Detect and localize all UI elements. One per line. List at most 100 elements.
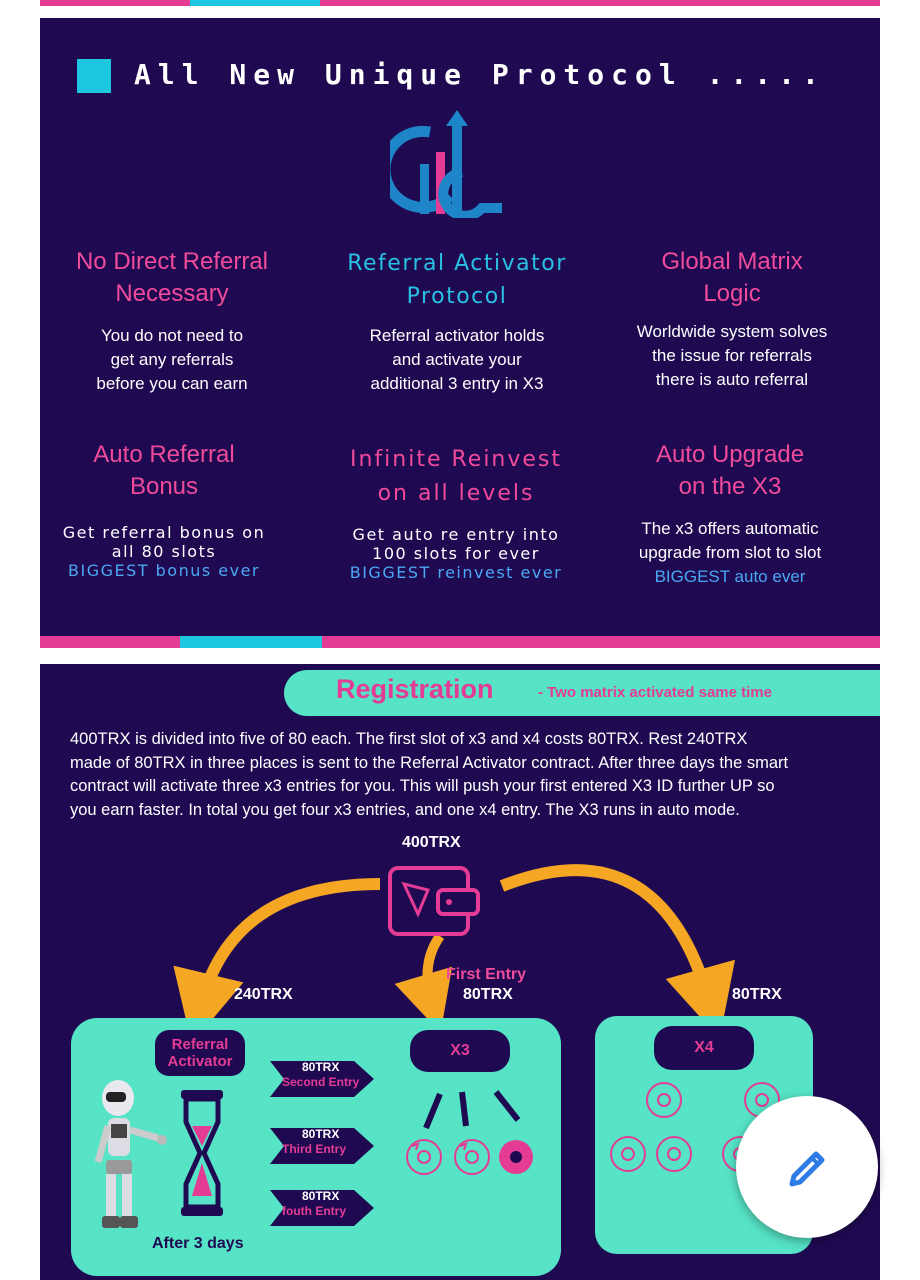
feature-desc-line: upgrade from slot to slot: [638, 543, 822, 562]
feature-highlight: BIGGEST auto ever: [654, 567, 806, 586]
feature-title: Infinite Reinvest on all levels: [321, 443, 591, 511]
activator-line: Activator: [167, 1053, 233, 1070]
feature-title: No Direct Referral Necessary: [40, 246, 307, 310]
panel-divider: [40, 636, 880, 648]
arrow-center: [394, 933, 453, 1033]
registration-panel: Registration - Two matrix activated same…: [40, 664, 880, 1280]
feature-description: You do not need to get any referrals bef…: [40, 324, 307, 396]
paragraph-line: 400TRX is divided into five of 80 each. …: [70, 730, 748, 748]
arrow-tag-shape: [270, 1061, 374, 1097]
feature-desc-line: additional 3 entry in X3: [370, 374, 544, 393]
feature-description: Get referral bonus on all 80 slots BIGGE…: [40, 523, 299, 580]
feature-highlight: BIGGEST reinvest ever: [349, 563, 563, 582]
arrow-left: [173, 878, 381, 1045]
feature-desc-line: the issue for referrals: [652, 346, 812, 365]
feature-description: Worldwide system solves the issue for re…: [597, 320, 867, 392]
panel-divider-accent: [180, 636, 322, 648]
paragraph-line: you earn faster. In total you get four x…: [70, 800, 740, 819]
registration-subtitle: - Two matrix activated same time: [538, 684, 772, 701]
feature-title-line: Auto Referral: [93, 441, 235, 468]
recycle-circle-icon: [610, 1136, 646, 1172]
second-entry-tag: 80TRX Second Entry: [270, 1057, 374, 1101]
entry-amount: 80TRX: [302, 1127, 340, 1141]
feature-title-line: on the X3: [678, 473, 782, 500]
feature-title-line: No Direct Referral: [75, 248, 269, 275]
entry-amount: 80TRX: [302, 1189, 340, 1203]
feature-description: Get auto re entry into 100 slots for eve…: [321, 525, 591, 582]
feature-desc-line: You do not need to: [100, 326, 244, 345]
referral-activator-badge: Referral Activator: [155, 1030, 245, 1076]
recycle-circle-icon: [454, 1139, 490, 1175]
feature-title: Auto Upgrade on the X3: [595, 439, 865, 503]
x3-slots: [406, 1139, 533, 1175]
feature-desc-line: there is auto referral: [655, 370, 809, 389]
recycle-circle-icon: [646, 1082, 682, 1118]
feature-auto-referral-bonus: Auto Referral Bonus Get referral bonus o…: [40, 439, 299, 580]
x3-badge: X3: [410, 1030, 510, 1072]
entry-name: Second Entry: [282, 1075, 360, 1089]
top-divider-accent: [190, 0, 320, 6]
feature-desc-line: 100 slots for ever: [372, 544, 540, 563]
right-amount: 80TRX: [732, 986, 782, 1003]
arrow-tag-shape: [270, 1190, 374, 1226]
first-entry-amount: 80TRX: [463, 986, 513, 1003]
feature-auto-upgrade: Auto Upgrade on the X3 The x3 offers aut…: [595, 439, 865, 589]
feature-desc-line: all 80 slots: [111, 542, 217, 561]
pencil-icon: [789, 1151, 825, 1187]
feature-title-line: Logic: [703, 280, 761, 307]
third-entry-tag: 80TRX Third Entry: [270, 1124, 374, 1168]
fourth-entry-tag: 80TRX fouth Entry: [270, 1186, 374, 1230]
feature-title: Global Matrix Logic: [597, 246, 867, 310]
robot-icon: [94, 1080, 167, 1228]
feature-title-line: Referral Activator: [347, 251, 567, 276]
x3-branches: [423, 1090, 521, 1130]
feature-referral-activator: Referral Activator Protocol Referral act…: [322, 247, 592, 396]
feature-description: The x3 offers automatic upgrade from slo…: [595, 517, 865, 589]
registration-banner: [284, 670, 880, 716]
flow-arrows: [173, 864, 736, 1045]
entry-amount: 80TRX: [302, 1060, 340, 1074]
top-divider: [40, 0, 880, 6]
tron-wallet-icon: [388, 866, 480, 936]
registration-paragraph: 400TRX is divided into five of 80 each. …: [70, 728, 870, 822]
feature-desc-line: Referral activator holds: [369, 326, 545, 345]
feature-title: Referral Activator Protocol: [322, 247, 592, 313]
feature-title-line: Bonus: [129, 473, 199, 500]
feature-infinite-reinvest: Infinite Reinvest on all levels Get auto…: [321, 443, 591, 582]
feature-title-line: Global Matrix: [661, 248, 803, 275]
edit-fab-button[interactable]: [736, 1096, 878, 1238]
feature-desc-line: before you can earn: [96, 374, 248, 393]
recycle-circle-icon: [656, 1136, 692, 1172]
feature-title-line: Protocol: [406, 284, 508, 309]
feature-no-direct-referral: No Direct Referral Necessary You do not …: [40, 246, 307, 396]
arrow-right: [499, 864, 736, 1039]
feature-desc-line: The x3 offers automatic: [641, 519, 819, 538]
registration-title: Registration: [336, 674, 494, 704]
left-amount: 240TRX: [234, 986, 293, 1003]
first-entry-label: First Entry: [446, 966, 527, 983]
feature-title-line: Auto Upgrade: [655, 441, 805, 468]
feature-title-line: on all levels: [377, 481, 535, 506]
feature-desc-line: get any referrals: [110, 350, 234, 369]
feature-title-line: Infinite Reinvest: [349, 447, 563, 472]
total-amount: 400TRX: [402, 834, 461, 851]
feature-title: Auto Referral Bonus: [40, 439, 299, 503]
heading-square-icon: [77, 59, 111, 93]
paragraph-line: contract will activate three x3 entries …: [70, 777, 775, 795]
entry-name: fouth Entry: [282, 1204, 346, 1218]
x4-badge: X4: [654, 1026, 754, 1070]
feature-desc-line: Get auto re entry into: [352, 525, 560, 544]
after-days-label: After 3 days: [152, 1235, 244, 1252]
entry-name: Third Entry: [282, 1142, 347, 1156]
hourglass-icon: [181, 1090, 223, 1216]
arrow-tag-shape: [270, 1128, 374, 1164]
active-slot-icon: [499, 1140, 533, 1174]
protocol-panel: All New Unique Protocol ..... No Direct …: [40, 18, 880, 648]
feature-description: Referral activator holds and activate yo…: [322, 324, 592, 396]
recycle-circle-icon: [406, 1139, 442, 1175]
feature-desc-line: Get referral bonus on: [62, 523, 266, 542]
panel-heading: All New Unique Protocol .....: [134, 58, 826, 91]
feature-global-matrix: Global Matrix Logic Worldwide system sol…: [597, 246, 867, 392]
feature-desc-line: and activate your: [392, 350, 522, 369]
paragraph-line: made of 80TRX in three places is sent to…: [70, 753, 789, 772]
